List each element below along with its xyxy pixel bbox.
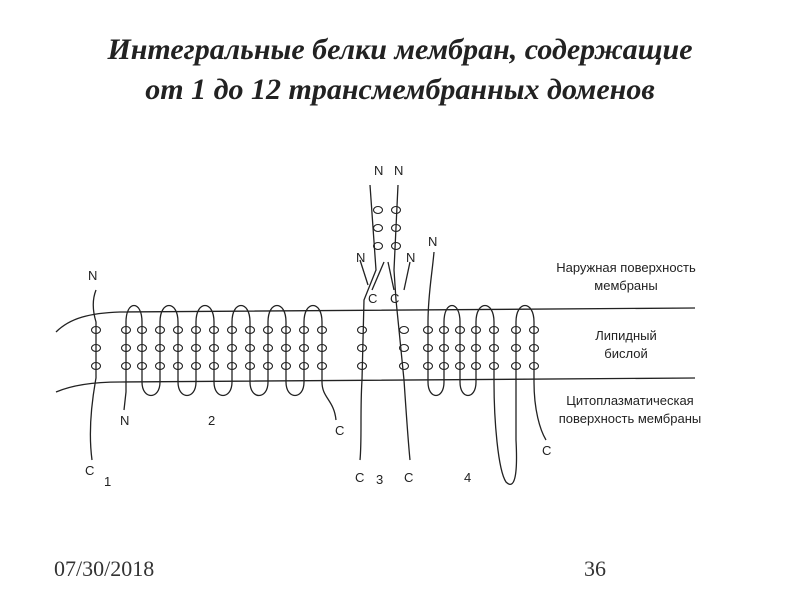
- protein-number-3: 3: [376, 472, 383, 487]
- protein-3-chain: [360, 185, 410, 460]
- protein-4-chain: [428, 252, 546, 484]
- p3-n-left-label: N: [356, 250, 365, 265]
- p4-n-label: N: [428, 234, 437, 249]
- p3-n-right-label: N: [406, 250, 415, 265]
- protein-number-1: 1: [104, 474, 111, 489]
- lipid-label-2: бислой: [604, 346, 647, 361]
- p3-n-top-right-label: N: [394, 163, 403, 178]
- p3-n-top-left-label: N: [374, 163, 383, 178]
- p3-c-bottom-left-label: C: [355, 470, 364, 485]
- p2-c-label: C: [335, 423, 344, 438]
- p1-c-label: C: [85, 463, 94, 478]
- inner-membrane-line: [56, 378, 695, 392]
- outer-surface-label-1: Наружная поверхность: [556, 260, 696, 275]
- cyto-label-1: Цитоплазматическая: [566, 393, 693, 408]
- protein-number-2: 2: [208, 413, 215, 428]
- page-number: 36: [584, 556, 606, 582]
- lipid-label-1: Липидный: [595, 328, 656, 343]
- p3-c-bottom-right-label: C: [404, 470, 413, 485]
- p3-c-top-right-label: C: [390, 291, 399, 306]
- helix-coils: [92, 207, 539, 370]
- p3-c-top-left-label: C: [368, 291, 377, 306]
- cyto-label-2: поверхность мембраны: [559, 411, 701, 426]
- protein-number-4: 4: [464, 470, 471, 485]
- outer-surface-label-2: мембраны: [594, 278, 657, 293]
- p4-c-label: C: [542, 443, 551, 458]
- p2-n-label: N: [120, 413, 129, 428]
- footer-date: 07/30/2018: [54, 556, 154, 582]
- p1-n-label: N: [88, 268, 97, 283]
